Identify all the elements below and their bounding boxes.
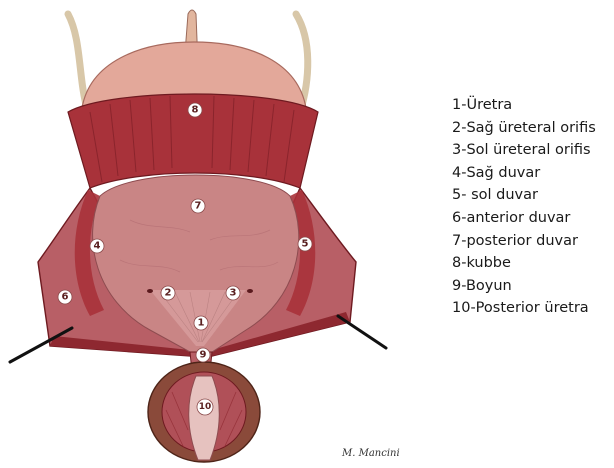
legend-item-7: 7-posterior duvar: [452, 230, 596, 253]
svg-text:8: 8: [192, 105, 199, 116]
artist-signature: M. Mancini: [341, 448, 400, 459]
marker-3: 3: [226, 286, 240, 300]
legend-item-9: 9-Boyun: [452, 275, 596, 298]
marker-9: 9: [196, 348, 210, 362]
legend-item-4: 4-Sağ duvar: [452, 162, 596, 185]
left-ureteral-orifice: [247, 289, 253, 293]
marker-2: 2: [161, 286, 175, 300]
marker-8: 8: [188, 103, 202, 117]
right-ureteral-orifice: [147, 289, 153, 293]
legend: 1-Üretra 2-Sağ üreteral orifis 3-Sol üre…: [452, 94, 596, 320]
legend-item-6: 6-anterior duvar: [452, 207, 596, 230]
right-retractor: [338, 316, 386, 348]
svg-text:7: 7: [195, 201, 202, 212]
posterior-urethra: [189, 376, 220, 460]
svg-text:2: 2: [165, 288, 172, 299]
svg-text:4: 4: [94, 241, 101, 252]
svg-text:5: 5: [302, 239, 309, 250]
marker-1: 1: [194, 316, 208, 330]
marker-6: 6: [58, 290, 72, 304]
legend-item-5: 5- sol duvar: [452, 184, 596, 207]
svg-text:9: 9: [200, 350, 207, 361]
legend-item-1: 1-Üretra: [452, 94, 596, 117]
marker-4: 4: [90, 239, 104, 253]
legend-item-3: 3-Sol üreteral orifis: [452, 139, 596, 162]
marker-7: 7: [191, 199, 205, 213]
svg-text:6: 6: [62, 292, 69, 303]
svg-text:10: 10: [199, 402, 212, 412]
bladder-illustration: 1 2 3 4 5 6 7 8 9 10 M. Mancini: [0, 0, 420, 468]
svg-text:1: 1: [198, 318, 205, 329]
marker-10: 10: [197, 399, 213, 415]
legend-item-8: 8-kubbe: [452, 252, 596, 275]
legend-item-2: 2-Sağ üreteral orifis: [452, 117, 596, 140]
svg-text:3: 3: [230, 288, 237, 299]
legend-item-10: 10-Posterior üretra: [452, 297, 596, 320]
marker-5: 5: [298, 237, 312, 251]
